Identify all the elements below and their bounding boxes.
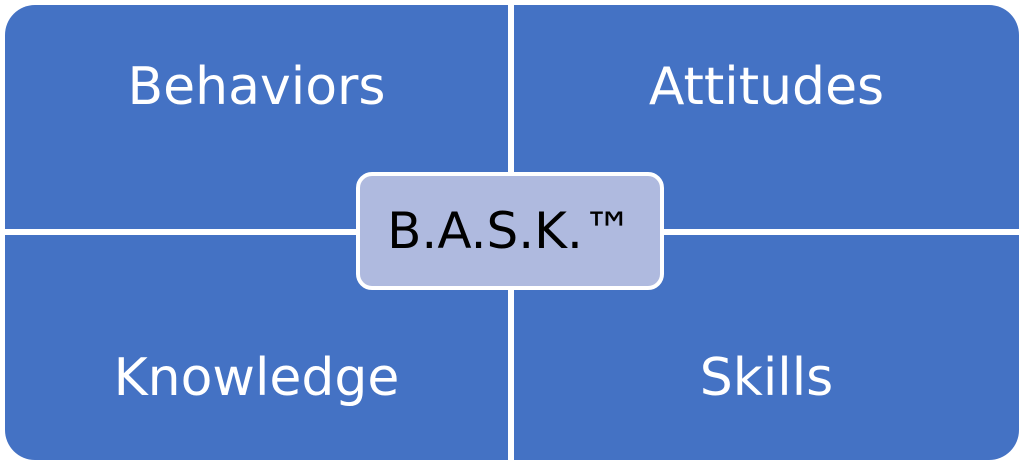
quadrant-behaviors: Behaviors: [5, 5, 508, 229]
quadrant-label-knowledge: Knowledge: [113, 348, 400, 408]
quadrant-label-attitudes: Attitudes: [648, 57, 885, 117]
quadrant-knowledge: Knowledge: [5, 235, 508, 460]
quadrant-label-behaviors: Behaviors: [127, 57, 386, 117]
center-label-box: B.A.S.K.™: [356, 172, 664, 290]
center-label: B.A.S.K.™: [387, 202, 633, 260]
quadrant-label-skills: Skills: [699, 348, 834, 408]
